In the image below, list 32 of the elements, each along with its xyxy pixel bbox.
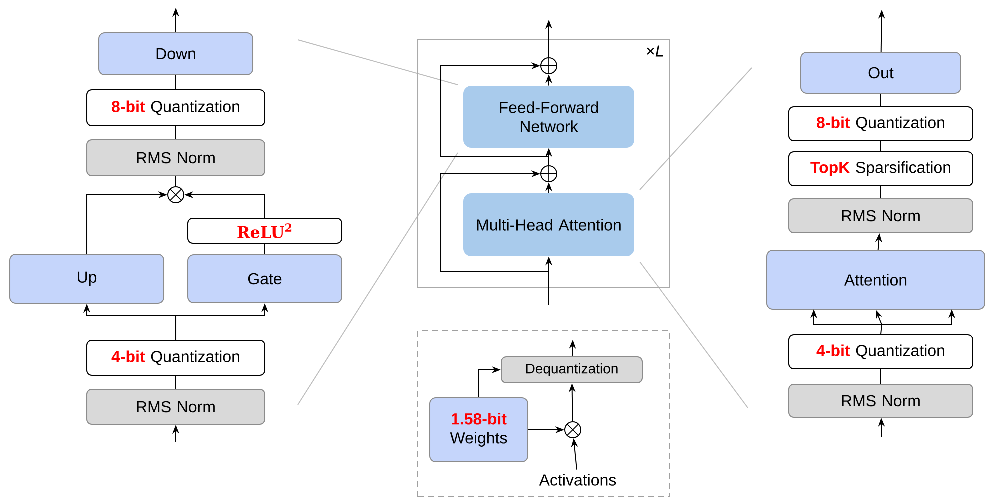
layer-box: Down	[98, 32, 254, 76]
norm-box: RMS Norm	[86, 389, 266, 425]
weights-box: 1.58-bit Weights	[430, 398, 528, 462]
layer-box: Out	[800, 52, 962, 94]
quantization-box: 4-bit Quantization	[86, 340, 266, 376]
dashed-frame	[418, 330, 670, 497]
layer-box: Gate	[188, 254, 342, 304]
norm-box: RMS Norm	[788, 198, 974, 234]
connector-line	[880, 94, 882, 107]
arrow	[440, 62, 550, 157]
input-label: Activations	[539, 474, 616, 486]
quantization-box: 8-bit Quantization	[788, 106, 974, 142]
add-circle	[540, 166, 558, 182]
layer-box: Multi-Head Attention	[464, 194, 634, 256]
arrow	[440, 170, 550, 272]
activation-function-box: ReLU$^{2}$	[188, 218, 342, 244]
layer-box: Attention	[766, 250, 986, 310]
connector-line	[264, 244, 266, 255]
add-circle	[540, 58, 558, 74]
connector-line	[880, 141, 882, 152]
layer-box: Up	[10, 254, 164, 304]
multiply-circle	[168, 186, 184, 204]
norm-box: RMS Norm	[788, 384, 974, 418]
sparsification-box: TopK Sparsification	[788, 152, 974, 186]
norm-box: RMS Norm	[86, 140, 266, 176]
connector-line	[880, 369, 882, 384]
multiply-circle	[564, 422, 582, 438]
layer-box: Feed-Forward Network	[464, 86, 634, 148]
connector-line	[880, 186, 882, 199]
quantization-box: 8-bit Quantization	[86, 90, 266, 126]
dequantization-box: Dequantization	[501, 356, 643, 384]
quantization-box: 4-bit Quantization	[788, 334, 974, 370]
